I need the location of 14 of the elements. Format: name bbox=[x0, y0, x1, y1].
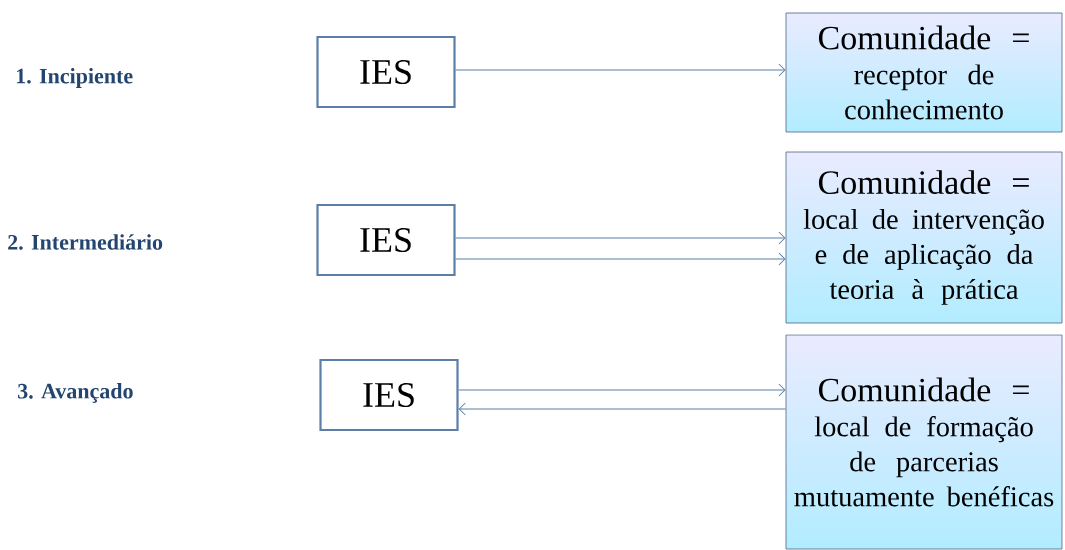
level-label: 2. Intermediário bbox=[8, 234, 163, 250]
arrow bbox=[455, 252, 786, 266]
arrow bbox=[455, 231, 786, 245]
arrow bbox=[455, 63, 786, 77]
community-box: Comunidade = local de intervenção e de aplicação da teoria à prática bbox=[785, 151, 1063, 324]
level-label: 3. Avançado bbox=[18, 383, 133, 403]
arrow bbox=[458, 402, 787, 416]
institution-box: IES bbox=[319, 358, 459, 432]
community-box: Comunidade = local de formação de parcerias mutuamente benéficas bbox=[785, 334, 1063, 550]
level-label: 1. Incipiente bbox=[16, 68, 133, 88]
community-box: Comunidade = receptor de conhecimento bbox=[785, 12, 1063, 133]
arrow bbox=[458, 383, 786, 397]
institution-box: IES bbox=[316, 203, 456, 277]
institution-box: IES bbox=[316, 35, 456, 109]
